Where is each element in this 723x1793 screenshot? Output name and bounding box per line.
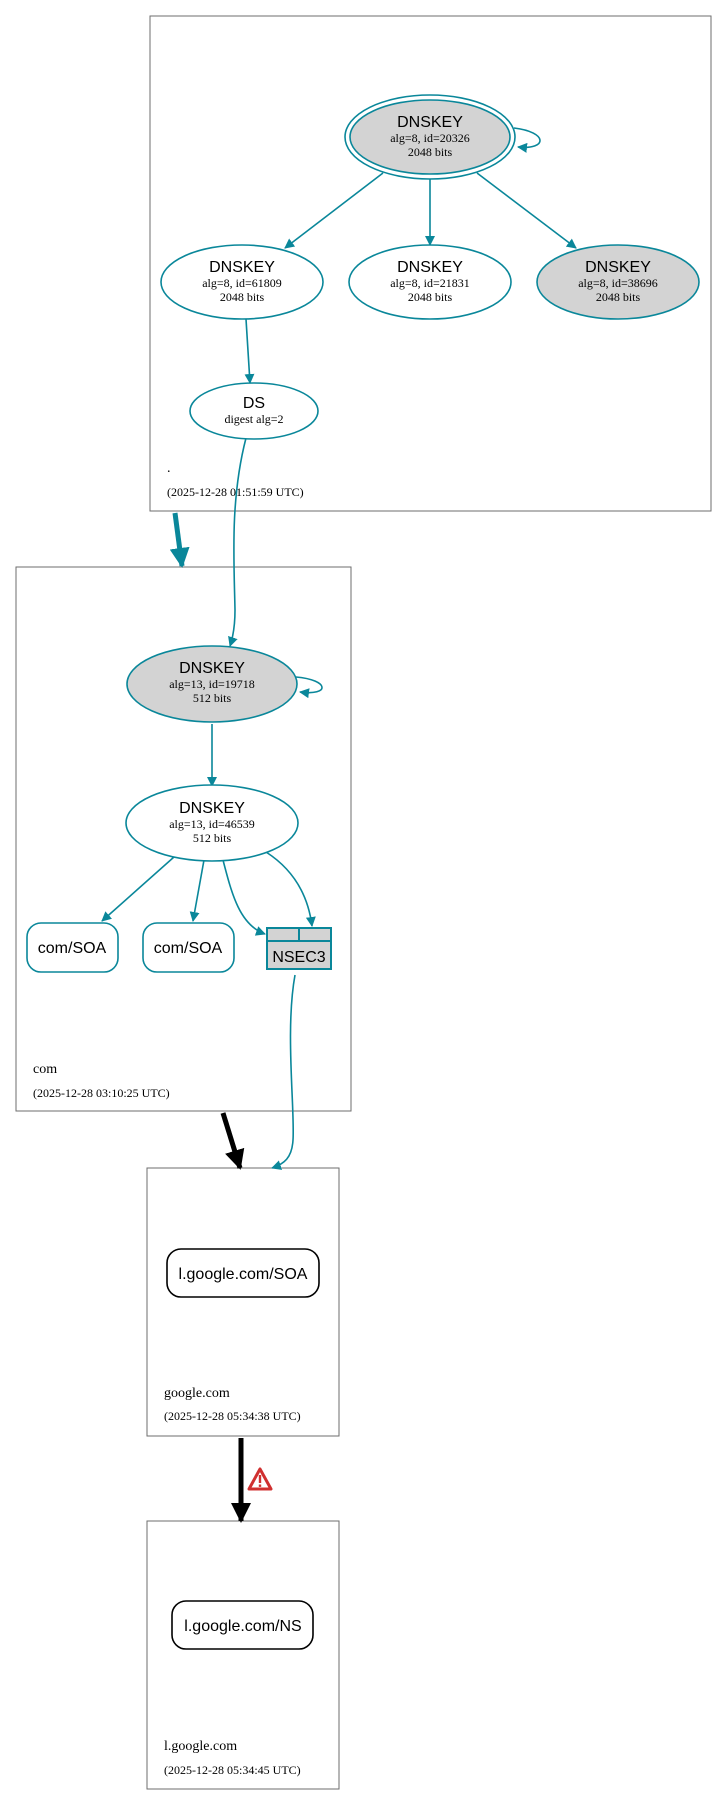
zone-lgoogle: l.google.com (2025-12-28 05:34:45 UTC) — [146, 1520, 340, 1790]
node-detail: alg=8, id=21831 — [390, 276, 470, 290]
dnskey-root-ksk-20326[interactable]: DNSKEY alg=8, id=20326 2048 bits — [344, 94, 516, 180]
dnskey-com-zsk-46539[interactable]: DNSKEY alg=13, id=46539 512 bits — [125, 784, 299, 862]
edge-com-ksk-self — [295, 676, 323, 699]
dnskey-root-ksk-38696[interactable]: DNSKEY alg=8, id=38696 2048 bits — [536, 244, 700, 320]
node-detail: alg=8, id=20326 — [390, 131, 470, 145]
node-detail: alg=13, id=19718 — [169, 677, 255, 691]
edge-delegation-root-com — [169, 512, 190, 568]
zone-root-timestamp: (2025-12-28 01:51:59 UTC) — [167, 485, 304, 499]
nsec3-com[interactable]: NSEC3 — [266, 927, 332, 970]
edge-com-zsk-to-soa1 — [101, 856, 175, 922]
node-title: DNSKEY — [397, 259, 463, 276]
node-title: DNSKEY — [179, 800, 245, 817]
zone-lgoogle-name: l.google.com — [164, 1739, 237, 1754]
edge-root-ksk-to-zsk1 — [284, 172, 384, 249]
dnskey-root-zsk-61809[interactable]: DNSKEY alg=8, id=61809 2048 bits — [160, 244, 324, 320]
edge-ds-to-com-ksk — [228, 437, 247, 647]
edges — [101, 127, 577, 1523]
node-detail: digest alg=2 — [224, 412, 283, 426]
node-detail: alg=8, id=38696 — [578, 276, 658, 290]
rrset-label: l.google.com/SOA — [179, 1266, 308, 1283]
node-detail: 2048 bits — [408, 145, 453, 159]
edge-com-zsk-to-nsec3-b — [265, 851, 316, 927]
warning-triangle-icon[interactable] — [247, 1467, 273, 1491]
zone-com-timestamp: (2025-12-28 03:10:25 UTC) — [33, 1086, 170, 1100]
edge-root-ksk-self — [513, 127, 541, 153]
edge-com-zsk-to-nsec3-a — [222, 859, 266, 936]
nsec3-label: NSEC3 — [272, 949, 325, 966]
zone-google-name: google.com — [164, 1386, 230, 1401]
node-detail: 2048 bits — [596, 290, 641, 304]
node-title: DNSKEY — [585, 259, 651, 276]
zone-com-name: com — [33, 1062, 57, 1077]
rrset-label: l.google.com/NS — [184, 1618, 301, 1635]
edge-com-zsk-to-soa2 — [189, 859, 205, 922]
zone-lgoogle-timestamp: (2025-12-28 05:34:45 UTC) — [164, 1763, 301, 1777]
rrset-com-soa-2[interactable]: com/SOA — [142, 922, 235, 973]
zone-google-timestamp: (2025-12-28 05:34:38 UTC) — [164, 1409, 301, 1423]
dnskey-root-zsk-21831[interactable]: DNSKEY alg=8, id=21831 2048 bits — [348, 244, 512, 320]
node-detail: alg=8, id=61809 — [202, 276, 282, 290]
node-title: DNSKEY — [179, 660, 245, 677]
node-title: DS — [243, 395, 265, 412]
node-detail: 512 bits — [193, 691, 232, 705]
edge-delegation-com-google — [220, 1112, 245, 1170]
node-detail: alg=13, id=46539 — [169, 817, 255, 831]
node-detail: 2048 bits — [220, 290, 265, 304]
ds-com[interactable]: DS digest alg=2 — [189, 382, 319, 440]
zone-google: google.com (2025-12-28 05:34:38 UTC) — [146, 1167, 340, 1437]
rrset-com-soa-1[interactable]: com/SOA — [26, 922, 119, 973]
node-title: DNSKEY — [397, 114, 463, 131]
edge-nsec3-to-google — [271, 974, 296, 1170]
rrset-lgoogle-ns[interactable]: l.google.com/NS — [171, 1600, 314, 1650]
node-detail: 512 bits — [193, 831, 232, 845]
zone-root: . (2025-12-28 01:51:59 UTC) — [149, 15, 712, 512]
dnskey-com-ksk-19718[interactable]: DNSKEY alg=13, id=19718 512 bits — [126, 645, 298, 723]
rrset-label: com/SOA — [154, 940, 223, 957]
edge-root-zsk1-to-ds — [244, 318, 255, 384]
node-title: DNSKEY — [209, 259, 275, 276]
rrset-google-soa[interactable]: l.google.com/SOA — [166, 1248, 320, 1298]
rrset-label: com/SOA — [38, 940, 107, 957]
node-detail: 2048 bits — [408, 290, 453, 304]
edge-root-ksk-to-ksk2 — [476, 172, 577, 249]
zone-root-name: . — [167, 461, 171, 476]
